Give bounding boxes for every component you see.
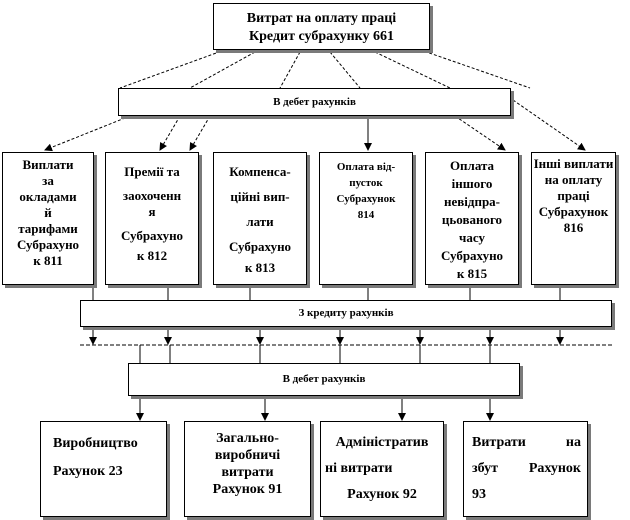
category-to-credit-lines (92, 285, 561, 300)
top-box-line1: Витрат на оплату праці (246, 11, 397, 26)
debit-bar-1: В дебет рахунків (118, 88, 511, 116)
debit-bar-2: В дебет рахунків (128, 363, 520, 396)
collector-to-debit-lines (139, 345, 491, 363)
fan-lines-top (119, 47, 531, 89)
debit-bar-1-label: В дебет рахунків (273, 96, 356, 108)
debit-bar-2-label: В дебет рахунків (282, 373, 366, 385)
arrows-to-accounts (136, 396, 494, 421)
top-box-line2: Кредит субрахунку 661 (248, 29, 395, 44)
top-box: Витрат на оплату праці Кредит субрахунку… (213, 3, 430, 50)
credit-bar: З кредиту рахунків (80, 300, 612, 327)
arrows-to-categories (44, 99, 586, 152)
credit-to-collector-arrows (89, 327, 564, 345)
credit-bar-label: З кредиту рахунків (298, 307, 394, 319)
